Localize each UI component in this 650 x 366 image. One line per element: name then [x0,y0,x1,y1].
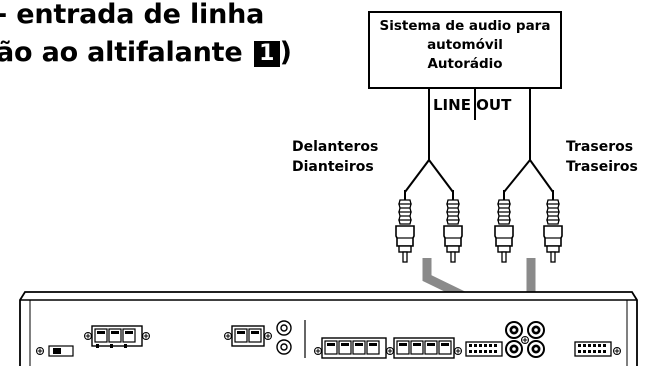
section-heading-line-2: ão ao altifalante 1) [0,38,292,68]
rca-plug-front-left [395,189,415,263]
source-box-line-1: Sistema de audio para [379,18,551,34]
rca-plug-front-right [443,189,463,263]
line-in-rca-jacks [505,321,545,358]
rca-plug-rear-right [543,189,563,263]
rear-cable-split [503,159,554,193]
heading-close-paren: ) [279,37,292,68]
front-cable-split [404,159,454,193]
rear-label-pt: Traseiros [566,159,638,175]
heading-text: ão ao altifalante [0,37,252,68]
section-heading-line-1: - entrada de linha [0,0,265,30]
rear-label: Traseros Traseiros [566,137,638,177]
front-label-pt: Dianteiros [292,159,374,175]
step-number-badge: 1 [253,41,280,67]
car-audio-system-box: Sistema de audio para automóvil Autorádi… [368,11,562,89]
source-box-line-2: automóvil [427,37,503,53]
amplifier-panel [19,291,638,366]
rear-label-es: Traseros [566,139,634,155]
source-box-line-3: Autorádio [427,56,503,72]
front-label: Delanteros Dianteiros [292,137,378,177]
line-out-label: LINE OUT [433,96,512,114]
front-label-es: Delanteros [292,139,379,155]
rca-plug-rear-left [494,189,514,263]
